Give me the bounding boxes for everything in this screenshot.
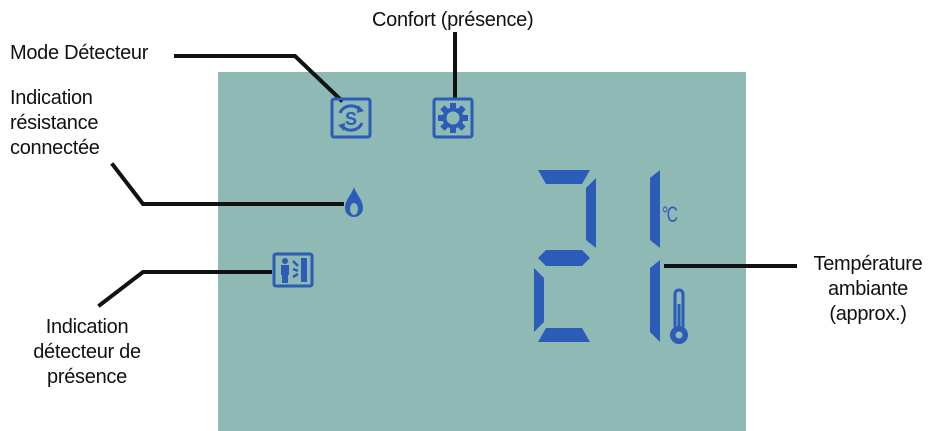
label-temperature: Température ambiante (approx.) bbox=[813, 253, 923, 325]
digit-2-seg-a bbox=[538, 170, 590, 184]
label-mode-detecteur: Mode Détecteur bbox=[10, 42, 149, 64]
digit-1-seg-b bbox=[650, 170, 660, 248]
label-detecteur-presence: Indication détecteur de présence bbox=[33, 316, 141, 388]
temperature-unit: °C bbox=[662, 202, 678, 227]
thermometer-icon bbox=[670, 288, 688, 344]
detector-mode-s-icon: S bbox=[330, 97, 372, 139]
digit-2-seg-d bbox=[538, 328, 590, 342]
digit-2-seg-e bbox=[534, 268, 544, 332]
label-confort: Confort (présence) bbox=[372, 9, 534, 31]
presence-detector-icon bbox=[272, 252, 314, 288]
label-resistance: Indication résistance connectée bbox=[10, 87, 100, 159]
digit-1-seg-c bbox=[650, 260, 660, 342]
heating-drop-icon bbox=[345, 187, 363, 217]
leader-detecteur-presence bbox=[97, 270, 272, 308]
leader-resistance bbox=[110, 162, 344, 206]
svg-text:S: S bbox=[345, 109, 357, 129]
comfort-sun-icon bbox=[432, 97, 474, 139]
temperature-digits bbox=[534, 170, 660, 342]
leader-mode-detecteur bbox=[174, 54, 344, 103]
lcd-display bbox=[218, 72, 746, 431]
digit-2-seg-g bbox=[538, 250, 590, 266]
digit-2-seg-b bbox=[586, 178, 596, 248]
